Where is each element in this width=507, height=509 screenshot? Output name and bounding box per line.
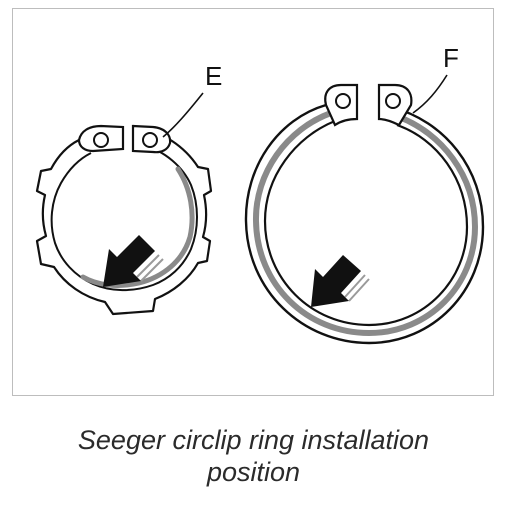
ring-e-left-hole	[93, 132, 109, 148]
internal-circlip-e: E	[35, 61, 222, 316]
ring-f-inner-outline	[263, 119, 469, 327]
ring-f-left-hole	[335, 93, 351, 109]
ring-f-outer-outline	[244, 103, 485, 345]
ring-f-shading	[252, 110, 479, 337]
leader-line-e	[162, 92, 204, 138]
diagram-frame: E F	[12, 8, 494, 396]
ring-e-right-hole	[142, 132, 158, 148]
ring-f-right-hole	[385, 93, 401, 109]
external-circlip-f: F	[244, 43, 485, 345]
ring-e-inner-outline	[50, 144, 198, 292]
figure-caption: Seeger circlip ring installation positio…	[0, 424, 507, 488]
callout-label-e: E	[205, 61, 222, 91]
caption-line-1: Seeger circlip ring installation	[77, 425, 430, 455]
caption-line-2: position	[206, 457, 301, 487]
arrow-f	[311, 255, 370, 307]
callout-label-f: F	[443, 43, 459, 73]
arrow-e	[103, 235, 164, 287]
leader-line-f	[412, 74, 448, 114]
circlip-diagram: E F	[35, 43, 485, 345]
